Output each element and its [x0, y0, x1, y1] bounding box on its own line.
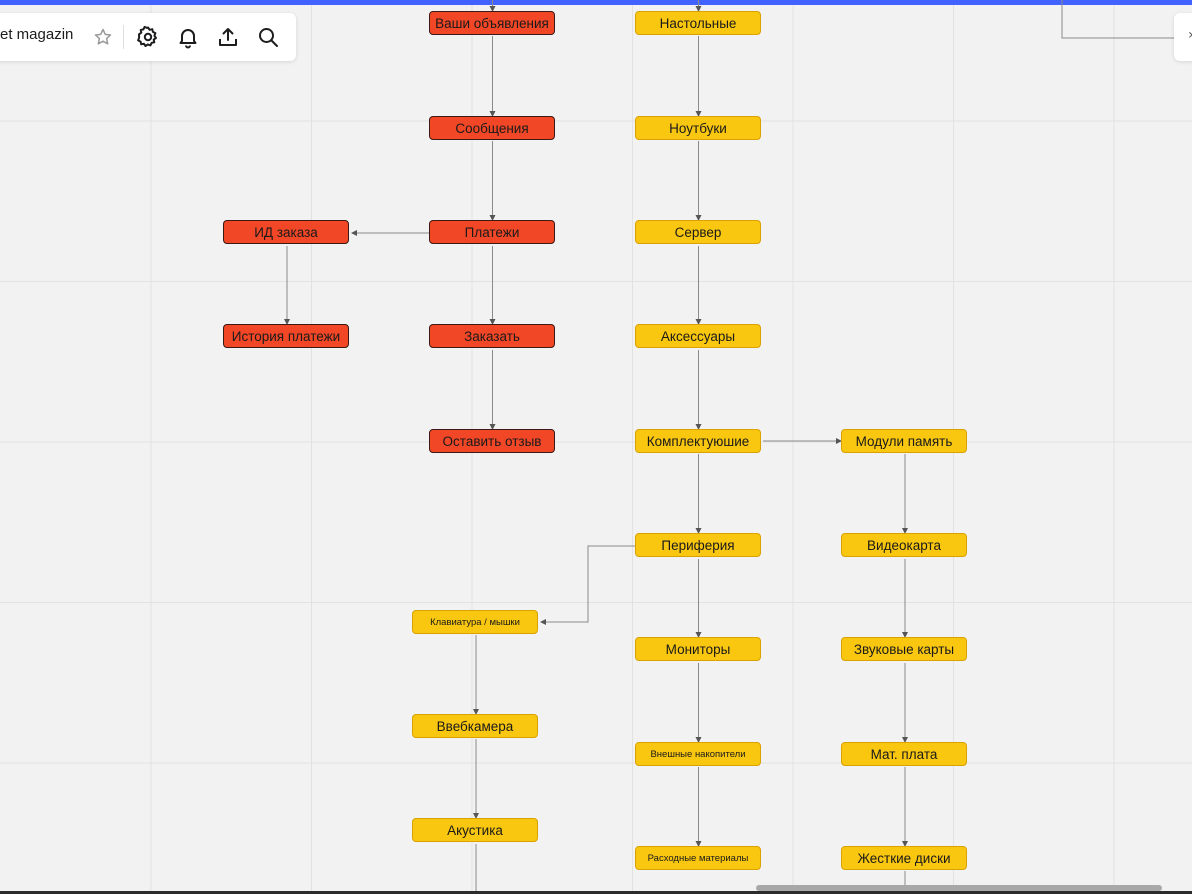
node-monitors[interactable]: Мониторы: [635, 637, 761, 661]
node-keyboards[interactable]: Клавиатура / мышки: [412, 610, 538, 634]
node-motherboard[interactable]: Мат. плата: [841, 742, 967, 766]
bottom-edge: [0, 891, 1192, 894]
gear-icon[interactable]: [136, 25, 160, 49]
node-webcam[interactable]: Ввебкамера: [412, 714, 538, 738]
node-accessories[interactable]: Аксессуары: [635, 324, 761, 348]
node-external-storage[interactable]: Внешные накопители: [635, 742, 761, 766]
connector-line: [1061, 0, 1178, 39]
chevron-right-icon: ›: [1188, 27, 1192, 43]
board-title[interactable]: et magazin: [0, 26, 74, 43]
node-consumables[interactable]: Расходные материалы: [635, 846, 761, 870]
node-payment-history[interactable]: История платежи: [223, 324, 349, 348]
node-gpu[interactable]: Видеокарта: [841, 533, 967, 557]
toolbar-divider: [123, 25, 124, 49]
node-peripherals[interactable]: Периферия: [635, 533, 761, 557]
node-ads[interactable]: Ваши объявления: [429, 11, 555, 35]
node-laptops[interactable]: Ноутбуки: [635, 116, 761, 140]
horizontal-scrollbar[interactable]: [756, 885, 1162, 891]
search-icon[interactable]: [256, 25, 280, 49]
node-order[interactable]: Заказать: [429, 324, 555, 348]
node-acoustics[interactable]: Акустика: [412, 818, 538, 842]
node-memory[interactable]: Модули память: [841, 429, 967, 453]
star-icon[interactable]: [91, 25, 115, 49]
node-messages[interactable]: Сообщения: [429, 116, 555, 140]
connector-line: [540, 545, 635, 625]
node-payments[interactable]: Платежи: [429, 220, 555, 244]
board-toolbar: et magazin: [0, 13, 296, 61]
share-icon[interactable]: [216, 25, 240, 49]
top-accent-bar: [0, 0, 1192, 5]
node-desktops[interactable]: Настольные: [635, 11, 761, 35]
node-components[interactable]: Комплектуюшие: [635, 429, 761, 453]
node-hdd[interactable]: Жесткие диски: [841, 846, 967, 870]
bell-icon[interactable]: [176, 25, 200, 49]
node-sound-cards[interactable]: Звуковые карты: [841, 637, 967, 661]
node-review[interactable]: Оставить отзыв: [429, 429, 555, 453]
node-order-id[interactable]: ИД заказа: [223, 220, 349, 244]
collapsed-side-panel[interactable]: ›: [1174, 13, 1192, 61]
node-server[interactable]: Сервер: [635, 220, 761, 244]
